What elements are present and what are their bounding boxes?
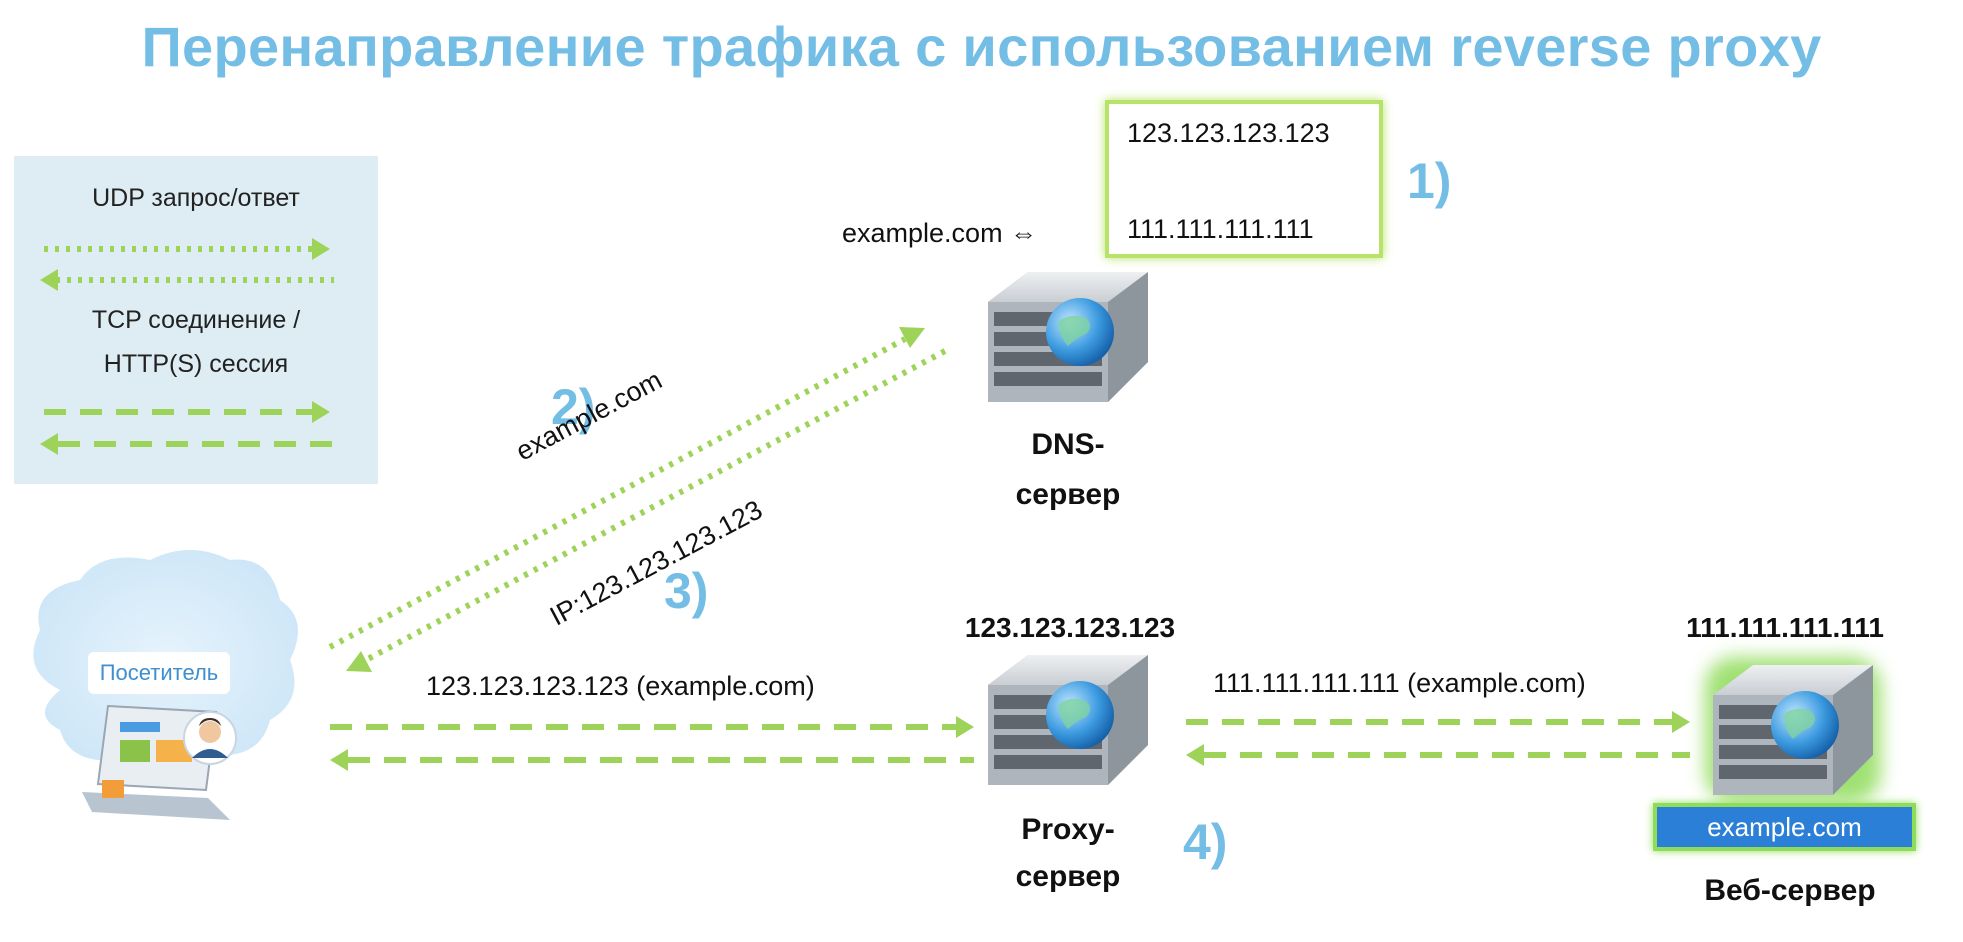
proxy-server-caption-1: Proxy- bbox=[1021, 813, 1115, 846]
legend-udp-arrow-right bbox=[44, 238, 330, 260]
proxy-server-ip: 123.123.123.123 bbox=[964, 612, 1176, 643]
step-4: 4) bbox=[1183, 814, 1228, 870]
legend: UDP запрос/ответ TCP соединение / HTTP(S… bbox=[14, 156, 378, 484]
proxy-server-caption-2: сервер bbox=[1015, 860, 1121, 893]
web-to-proxy-arrow bbox=[1186, 744, 1690, 766]
web-site-bar: example.com bbox=[1653, 803, 1916, 851]
dns-record-ip-bottom: 111.111.111.111 bbox=[1127, 214, 1314, 244]
step-1: 1) bbox=[1407, 153, 1452, 209]
legend-tcp-label-line1: TCP соединение / bbox=[91, 306, 301, 334]
dns-record-box: 123.123.123.123 111.111.111.111 bbox=[1105, 100, 1383, 258]
visitor-illustration bbox=[33, 550, 298, 820]
legend-tcp-arrow-right bbox=[44, 401, 330, 423]
web-server-caption: Веб-сервер bbox=[1704, 874, 1876, 907]
legend-tcp-label-line2: HTTP(S) сессия bbox=[103, 350, 289, 378]
legend-tcp-arrow-left bbox=[40, 433, 334, 455]
dns-answer-arrow bbox=[346, 348, 947, 672]
proxy-to-web-arrow bbox=[1186, 711, 1690, 733]
proxy-to-visitor-arrow bbox=[330, 749, 974, 771]
dns-server-caption-1: DNS- bbox=[1031, 428, 1105, 461]
visitor-badge-bg bbox=[88, 652, 230, 694]
dns-server-icon bbox=[988, 272, 1148, 402]
web-server-ip: 111.111.111.111 bbox=[1686, 612, 1884, 643]
diagram-title: Перенаправление трафика с использованием… bbox=[141, 15, 1822, 78]
to-web-label: 111.111.111.111 (example.com) bbox=[1213, 668, 1586, 698]
dns-query-arrow bbox=[328, 327, 925, 650]
proxy-server-icon bbox=[988, 655, 1148, 785]
dns-server-caption-2: сервер bbox=[1015, 478, 1121, 511]
legend-udp-label: UDP запрос/ответ bbox=[92, 184, 300, 212]
step-2: 2) bbox=[551, 379, 596, 435]
legend-udp-arrow-left bbox=[40, 269, 334, 291]
web-server-icon bbox=[1705, 657, 1881, 803]
step-3: 3) bbox=[664, 563, 709, 619]
dns-record-ip-top: 123.123.123.123 bbox=[1127, 118, 1330, 148]
visitor-badge: Посетитель bbox=[99, 660, 219, 685]
to-proxy-label: 123.123.123.123 (example.com) bbox=[426, 671, 815, 701]
dns-record-domain: example.com ⇔ bbox=[842, 218, 1038, 248]
visitor-to-proxy-arrow bbox=[330, 716, 974, 738]
